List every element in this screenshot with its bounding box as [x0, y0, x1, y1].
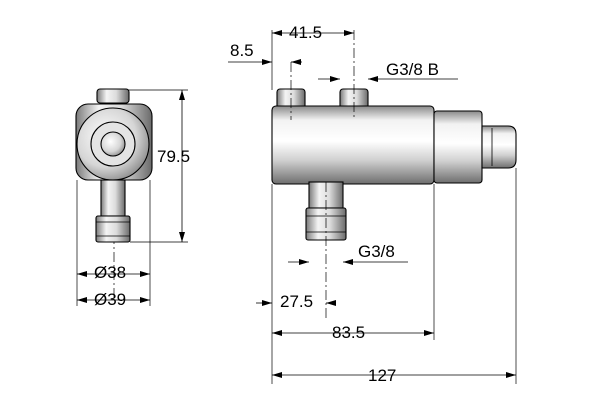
end-view-top-stub	[96, 88, 130, 104]
dim-outlet-offset-label: 27.5	[280, 292, 313, 311]
handle-collar	[433, 110, 483, 184]
end-view-nut	[95, 215, 131, 243]
dim-dia-inner-label: Ø38	[94, 263, 126, 282]
outlet-thread-label: G3/8	[358, 242, 395, 261]
side-view: 41.5 8.5 G3/8 B G3/8 27.5 83.5	[228, 23, 517, 385]
dim-body-length-label: 83.5	[332, 323, 365, 342]
dim-total-length-label: 127	[368, 366, 396, 385]
dim-height-label: 79.5	[157, 147, 190, 166]
end-view: 79.5 Ø38 Ø39	[75, 88, 190, 309]
side-view-body	[271, 105, 435, 185]
dim-inlet-spacing-label: 41.5	[289, 23, 322, 42]
inlet-thread-label: G3/8 B	[386, 60, 439, 79]
dim-offset-top-label: 8.5	[230, 41, 254, 60]
handle-knob	[481, 125, 517, 169]
end-view-neck	[100, 179, 126, 217]
dim-dia-outer-label: Ø39	[94, 290, 126, 309]
end-view-knob-cap	[100, 131, 126, 157]
